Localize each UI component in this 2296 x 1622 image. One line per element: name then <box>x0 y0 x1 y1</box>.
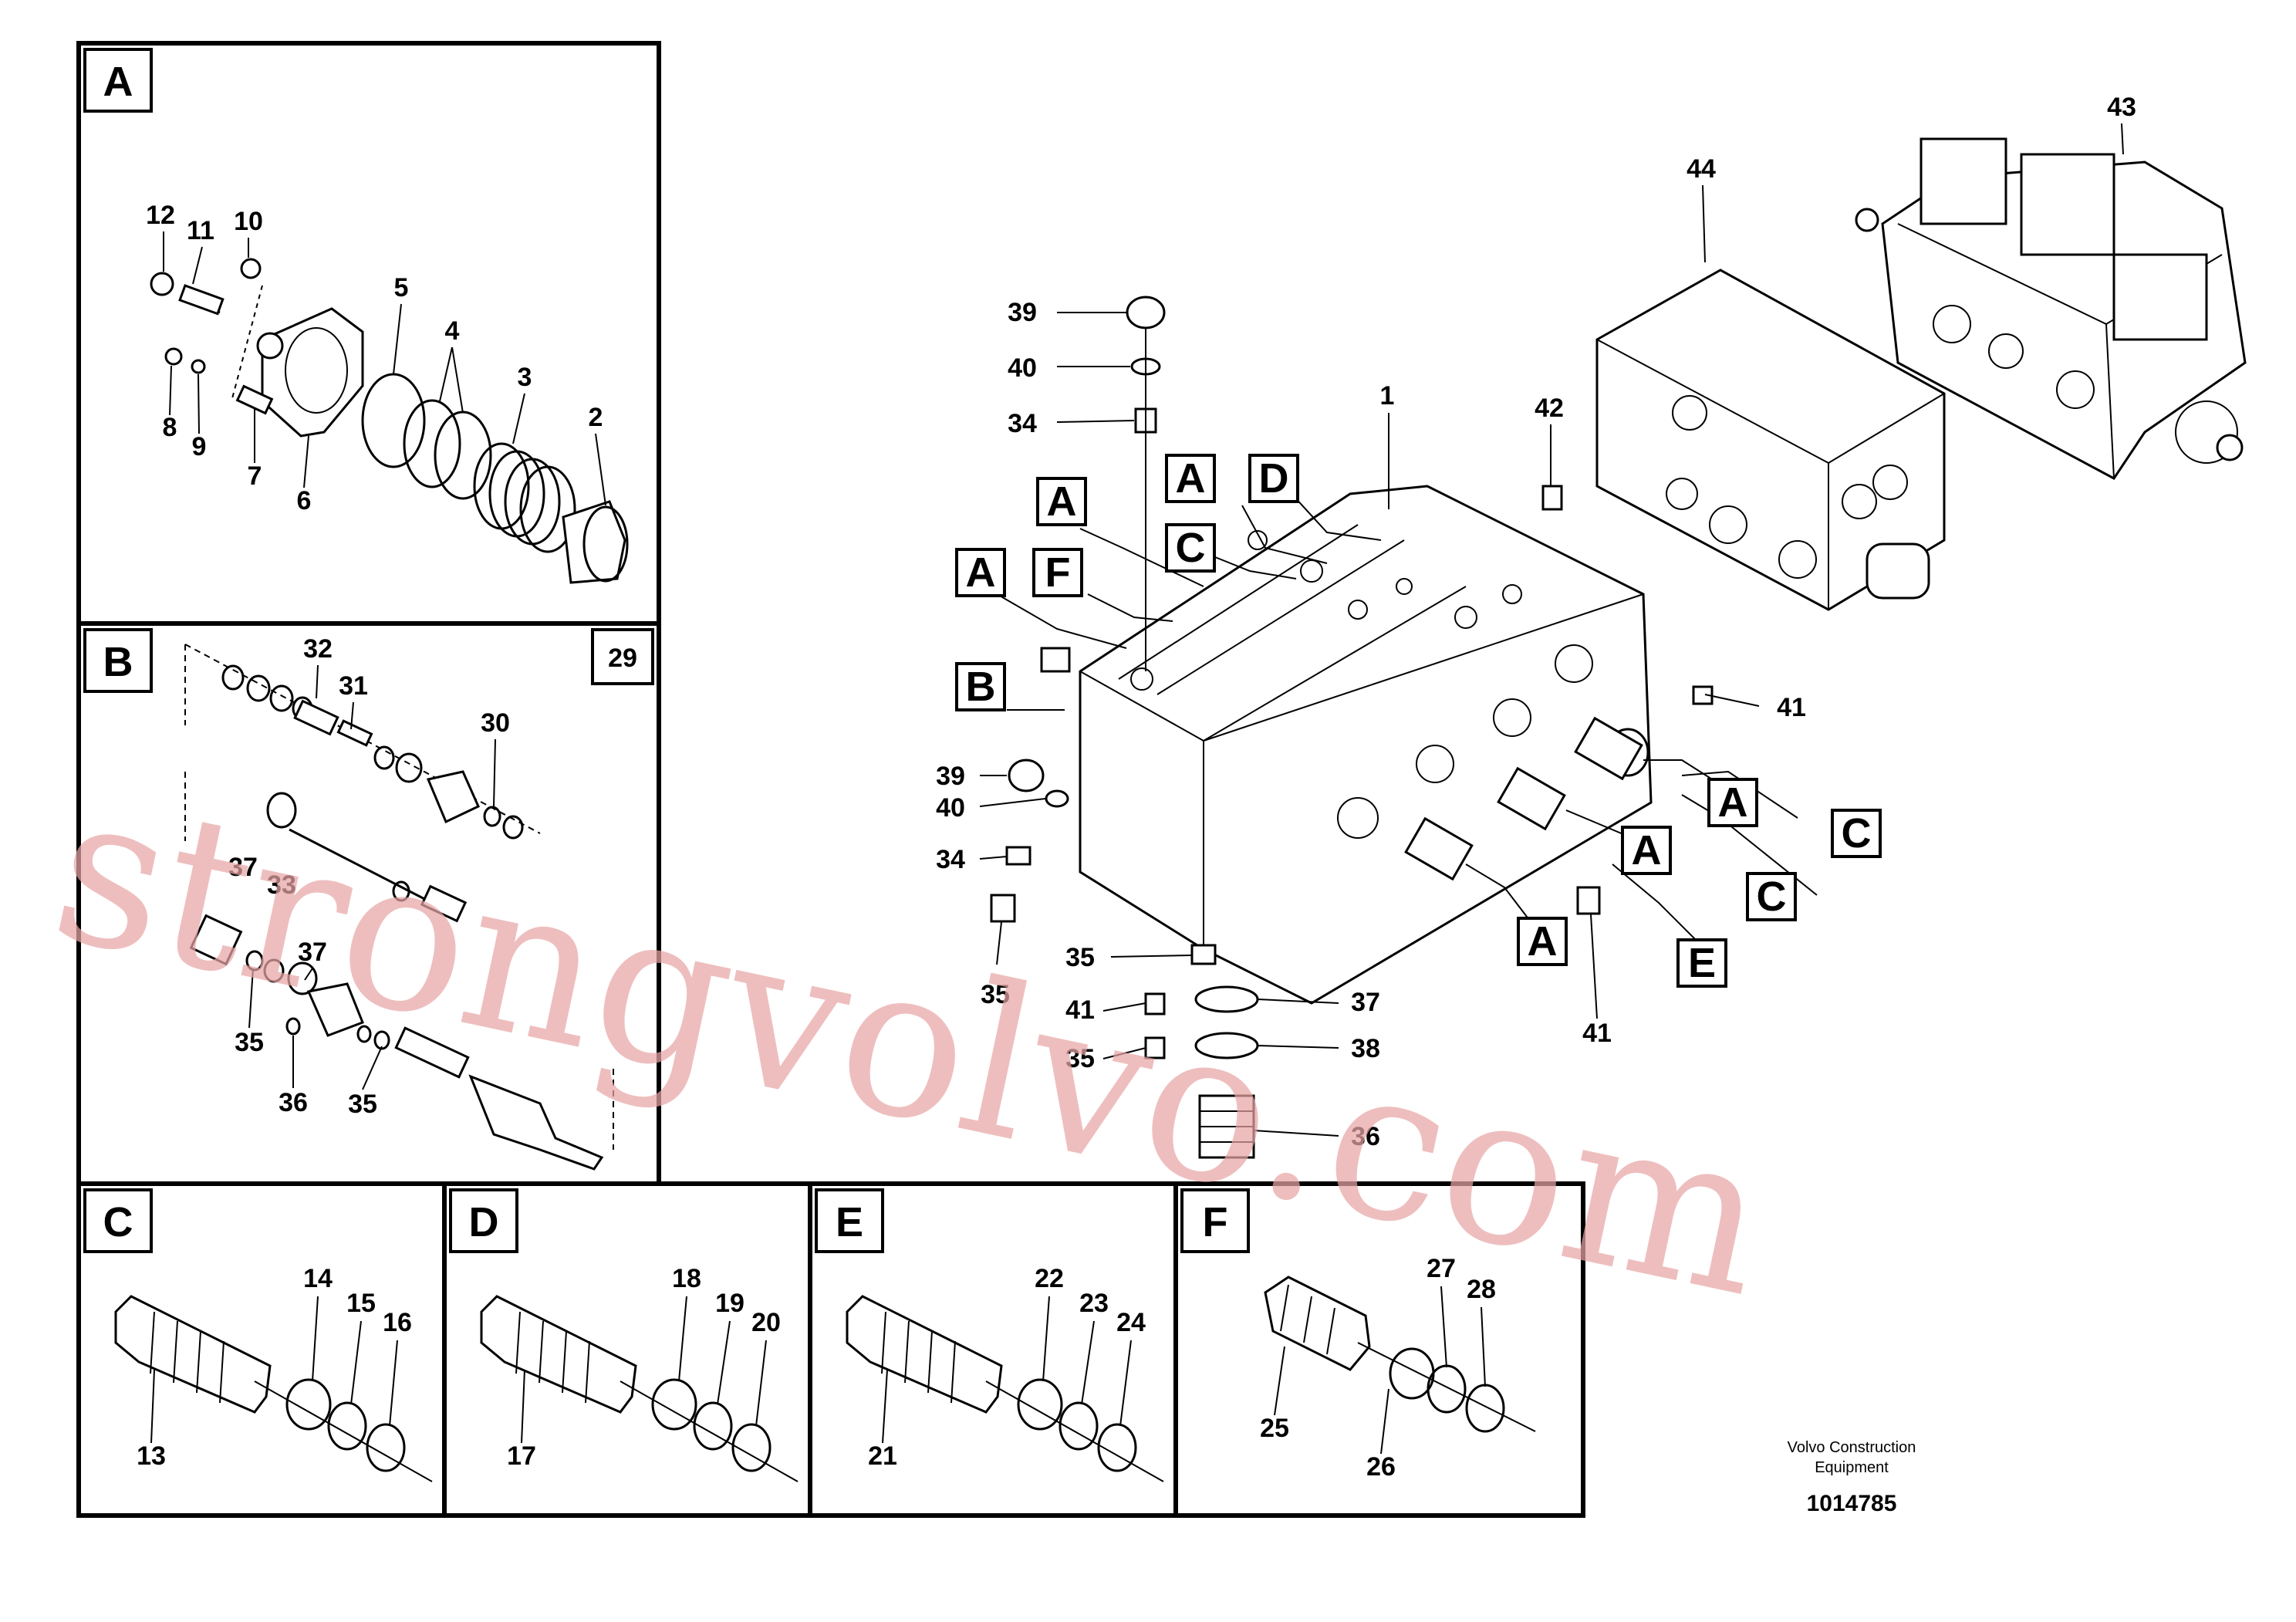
callout-8: 8 <box>163 413 177 442</box>
panel-b: B 29 <box>76 621 661 1186</box>
panel-f-label: F <box>1203 1199 1228 1245</box>
panel-c: C 14 15 16 13 <box>76 1181 447 1518</box>
panel-a: A 12 11 10 8 9 7 <box>76 41 661 626</box>
panel-b-label: B <box>103 639 133 685</box>
callout-40-left: 40 <box>936 793 965 823</box>
detail-ref-a-3: A <box>966 549 996 596</box>
callout-37-main: 37 <box>1351 988 1380 1017</box>
plug-f <box>1264 1276 1536 1433</box>
callout-35-left: 35 <box>235 1028 264 1057</box>
callout-36: 36 <box>279 1088 308 1117</box>
callout-35-left: 35 <box>981 980 1010 1009</box>
panel-a-label: A <box>103 59 133 105</box>
callout-19: 19 <box>715 1289 745 1318</box>
detail-ref-c-2: C <box>1842 810 1872 857</box>
callout-24: 24 <box>1116 1308 1146 1337</box>
callout-39-left: 39 <box>936 762 965 791</box>
panel-e: E 22 23 24 21 <box>808 1181 1178 1518</box>
detail-ref-boxes: A D A C A F B A C A C A E <box>955 454 1882 988</box>
company-line-1: Volvo Construction <box>1788 1439 1916 1456</box>
callout-16: 16 <box>383 1308 412 1337</box>
callout-28: 28 <box>1467 1275 1496 1304</box>
panel-e-label: E <box>836 1199 863 1245</box>
callout-18: 18 <box>672 1264 701 1293</box>
callout-41-right: 41 <box>1777 693 1806 722</box>
callout-26: 26 <box>1366 1452 1396 1482</box>
callout-27: 27 <box>1427 1254 1456 1283</box>
callout-15: 15 <box>346 1289 376 1318</box>
callout-44: 44 <box>1687 154 1716 184</box>
callout-41-lower: 41 <box>1582 1019 1612 1048</box>
panel-c-label: C <box>103 1199 133 1245</box>
detail-ref-a-6: A <box>1528 918 1558 965</box>
panel-d: D 18 19 20 17 <box>442 1181 812 1518</box>
callout-39-top: 39 <box>1008 298 1037 327</box>
relief-valve-exploded-b <box>184 644 614 1171</box>
cartridge-valve-c <box>114 1295 433 1482</box>
callout-38: 38 <box>1351 1034 1380 1063</box>
cartridge-valve-e <box>846 1295 1164 1482</box>
callout-30: 30 <box>481 708 510 738</box>
detail-ref-a-1: A <box>1047 478 1077 525</box>
callout-5: 5 <box>394 273 409 302</box>
panel-d-label: D <box>469 1199 499 1245</box>
cartridge-valve-d <box>480 1295 799 1482</box>
callout-10: 10 <box>234 207 263 236</box>
detail-ref-d: D <box>1259 455 1289 502</box>
callout-14: 14 <box>303 1264 333 1293</box>
callout-17: 17 <box>507 1441 536 1471</box>
callout-4: 4 <box>445 316 460 346</box>
relief-valve-exploded-a <box>150 258 629 584</box>
callout-42: 42 <box>1535 394 1564 423</box>
callout-13: 13 <box>137 1441 166 1471</box>
detail-ref-b: B <box>966 664 996 710</box>
callout-35-mid: 35 <box>1065 943 1095 972</box>
callout-9: 9 <box>192 432 207 461</box>
detail-ref-c-1: C <box>1176 525 1206 571</box>
main-valve-assembly: 39 40 34 1 42 44 43 41 39 40 34 35 35 41… <box>936 93 2247 1159</box>
callout-22: 22 <box>1035 1264 1064 1293</box>
callout-37-lower: 37 <box>298 938 327 967</box>
callout-37-upper: 37 <box>228 853 258 882</box>
callout-36-main: 36 <box>1351 1122 1380 1151</box>
callout-6: 6 <box>297 486 312 515</box>
detail-ref-a-4: A <box>1718 779 1748 826</box>
drawing-number: 1014785 <box>1807 1491 1897 1516</box>
callout-3: 3 <box>518 363 532 392</box>
detail-ref-c-3: C <box>1757 874 1787 920</box>
callout-43: 43 <box>2107 93 2136 122</box>
callout-20: 20 <box>751 1308 781 1337</box>
callout-35-right: 35 <box>348 1090 377 1119</box>
panel-f: F 27 28 25 26 <box>1173 1181 1585 1518</box>
callout-11: 11 <box>187 216 214 245</box>
company-line-2: Equipment <box>1815 1459 1889 1476</box>
callout-35-bottom: 35 <box>1065 1044 1095 1073</box>
callout-41-bottom: 41 <box>1065 995 1095 1025</box>
callout-23: 23 <box>1079 1289 1109 1318</box>
footer: Volvo Construction Equipment 1014785 <box>1788 1439 1916 1516</box>
callout-21: 21 <box>868 1441 897 1471</box>
detail-ref-a-5: A <box>1632 827 1662 874</box>
callout-40-top: 40 <box>1008 353 1037 383</box>
callout-34-left: 34 <box>936 845 965 874</box>
detail-ref-e: E <box>1688 940 1716 986</box>
callout-1: 1 <box>1380 381 1395 411</box>
detail-ref-f: F <box>1045 549 1071 596</box>
callout-31: 31 <box>339 671 368 701</box>
callout-25: 25 <box>1260 1414 1289 1443</box>
callout-34-top: 34 <box>1008 409 1037 438</box>
callout-12: 12 <box>146 201 175 230</box>
callout-33: 33 <box>267 870 296 900</box>
callout-32: 32 <box>303 634 333 664</box>
callout-7: 7 <box>248 461 262 491</box>
panel-b-ref-29: 29 <box>608 644 637 673</box>
detail-ref-a-2: A <box>1176 455 1206 502</box>
callout-2: 2 <box>589 403 603 432</box>
